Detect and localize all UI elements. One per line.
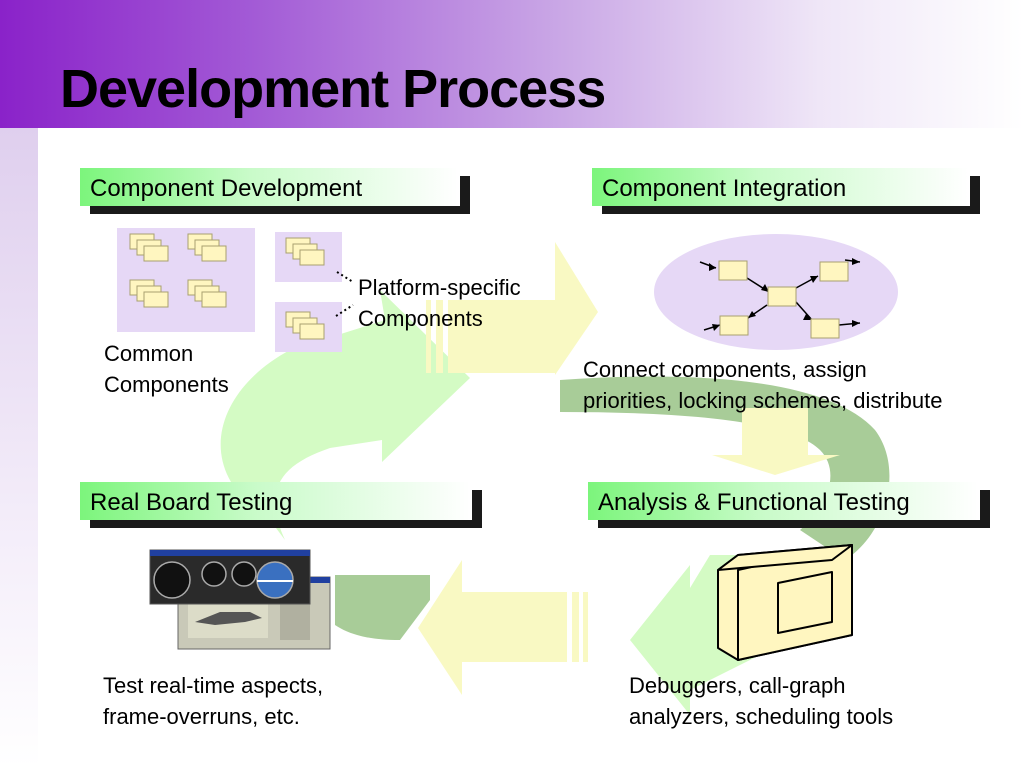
- cockpit-screenshot-icon: [149, 549, 331, 650]
- platform-components-caption: Platform-specific Components: [358, 272, 521, 334]
- caption-line: Debuggers, call-graph: [629, 673, 846, 698]
- component-stack-icon: [275, 232, 354, 352]
- left-arrow-icon: [418, 560, 588, 695]
- header-face: [80, 168, 460, 206]
- caption-line: Test real-time aspects,: [103, 673, 324, 698]
- node-graph-icon: [654, 234, 898, 350]
- header-face: [592, 168, 970, 206]
- component-stack-icon: [117, 228, 255, 332]
- header-face: [588, 482, 980, 520]
- real-board-caption: Test real-time aspects, frame-overruns, …: [103, 670, 323, 732]
- caption-line: Platform-specific: [358, 275, 521, 300]
- caption-line: Components: [104, 372, 229, 397]
- cycle-arc-dark-left: [335, 575, 430, 640]
- caption-line: Connect components, assign: [583, 357, 867, 382]
- analysis-caption: Debuggers, call-graph analyzers, schedul…: [629, 670, 893, 732]
- component-development-label: Component Development: [90, 175, 363, 202]
- analysis-testing-header: Analysis & Functional Testing: [588, 482, 990, 528]
- right-arrow-icon: [426, 242, 598, 375]
- cycle-arc-light-left: [220, 290, 470, 540]
- caption-line: Components: [358, 306, 483, 331]
- caption-line: Common: [104, 341, 194, 366]
- caption-line: frame-overruns, etc.: [103, 704, 300, 729]
- real-board-testing-label: Real Board Testing: [90, 489, 293, 516]
- header-face: [80, 482, 472, 520]
- analysis-testing-label: Analysis & Functional Testing: [598, 489, 910, 516]
- left-accent-band: [0, 128, 38, 768]
- down-arrow-icon: [712, 408, 840, 475]
- real-board-testing-header: Real Board Testing: [80, 482, 482, 528]
- common-components-caption: Common Components: [104, 338, 229, 400]
- caption-line: analyzers, scheduling tools: [629, 704, 894, 729]
- page-title: Development Process: [60, 59, 606, 119]
- component-integration-label: Component Integration: [602, 175, 847, 202]
- component-development-header: Component Development: [80, 168, 470, 214]
- title-band: [0, 0, 1024, 128]
- integration-caption: Connect components, assign priorities, l…: [583, 354, 942, 416]
- monitor-icon: [717, 544, 853, 661]
- caption-line: priorities, locking schemes, distribute: [583, 388, 943, 413]
- component-integration-header: Component Integration: [592, 168, 980, 214]
